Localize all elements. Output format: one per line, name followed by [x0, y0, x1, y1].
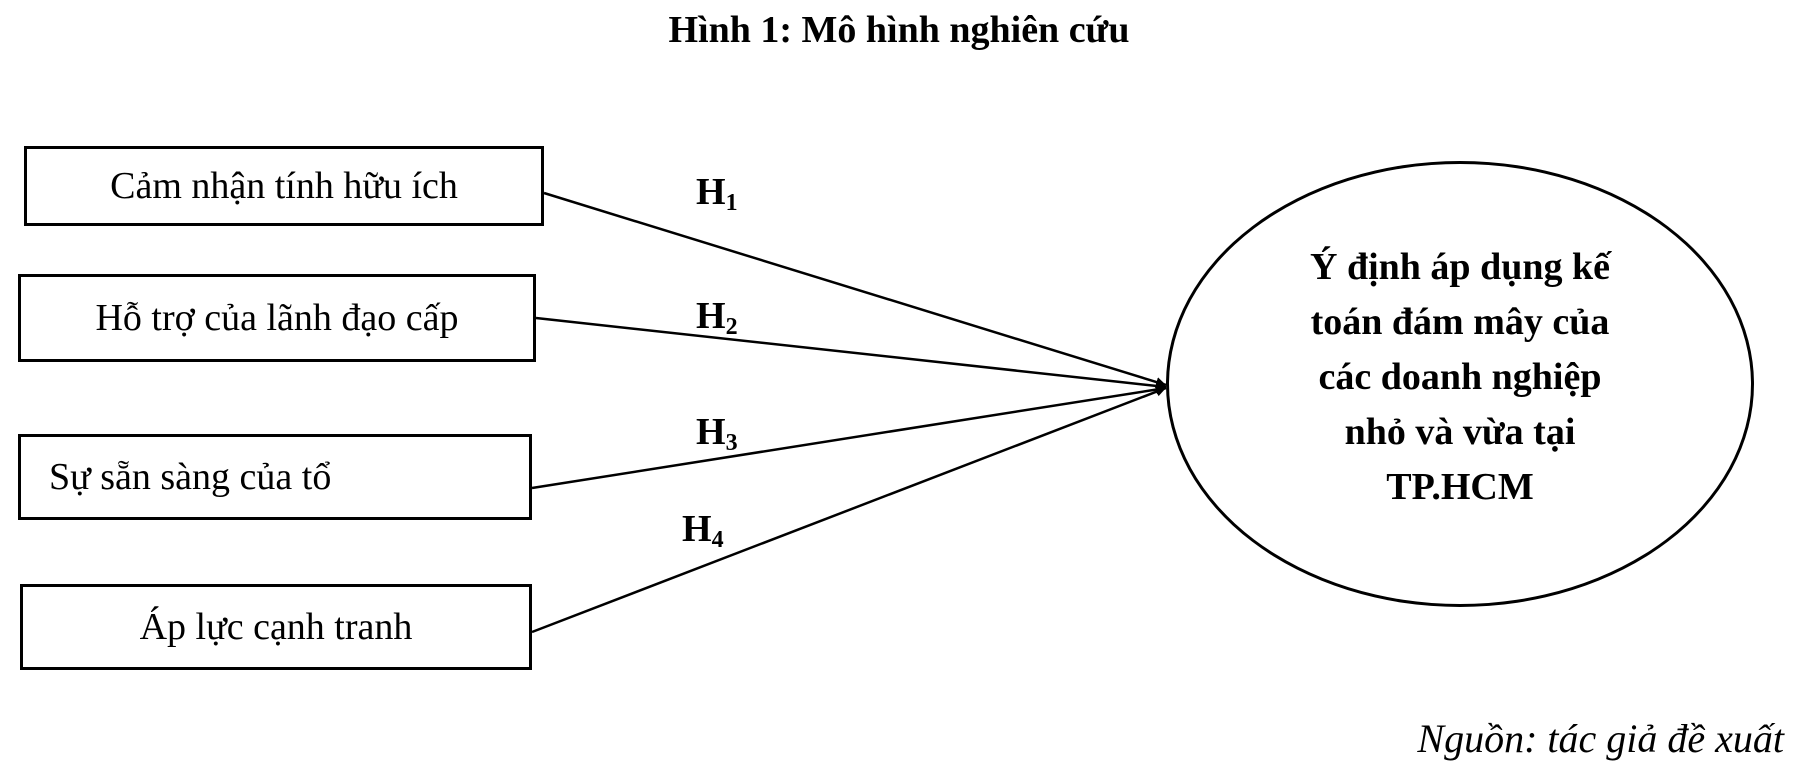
outcome-line: TP.HCM: [1386, 466, 1534, 508]
factor-box-perceived-usefulness: Cảm nhận tính hữu ích: [24, 146, 544, 226]
hypothesis-label-h4: H4: [682, 508, 724, 553]
arrow-h4: [531, 386, 1167, 634]
factor-label: Cảm nhận tính hữu ích: [110, 165, 458, 207]
factor-label: Áp lực cạnh tranh: [139, 606, 413, 648]
figure-title: Hình 1: Mô hình nghiên cứu: [668, 9, 1130, 51]
arrow-h1: [543, 191, 1167, 387]
outcome-label: Ý định áp dụng kế toán đám mây của các d…: [1226, 240, 1694, 515]
outcome-ellipse: [1166, 161, 1754, 607]
factor-box-management-support: Hỗ trợ của lãnh đạo cấp: [18, 274, 536, 362]
hypothesis-label-h2: H2: [696, 295, 738, 340]
hypothesis-label-h1: H1: [696, 171, 738, 216]
arrow-h3: [531, 384, 1167, 490]
figure-source: Nguồn: tác giả đề xuất: [1417, 716, 1784, 761]
hypothesis-label-h3: H3: [696, 411, 738, 456]
outcome-line: Ý định áp dụng kế: [1310, 246, 1610, 288]
outcome-line: các doanh nghiệp: [1318, 356, 1602, 398]
factor-label: Sự sẵn sàng của tổ: [49, 456, 332, 498]
factor-box-organizational-readiness: Sự sẵn sàng của tổ: [18, 434, 532, 520]
outcome-line: nhỏ và vừa tại: [1344, 411, 1576, 453]
factor-label: Hỗ trợ của lãnh đạo cấp: [95, 297, 459, 339]
arrow-h2: [535, 316, 1167, 391]
outcome-line: toán đám mây của: [1310, 301, 1610, 343]
factor-box-competitive-pressure: Áp lực cạnh tranh: [20, 584, 532, 670]
